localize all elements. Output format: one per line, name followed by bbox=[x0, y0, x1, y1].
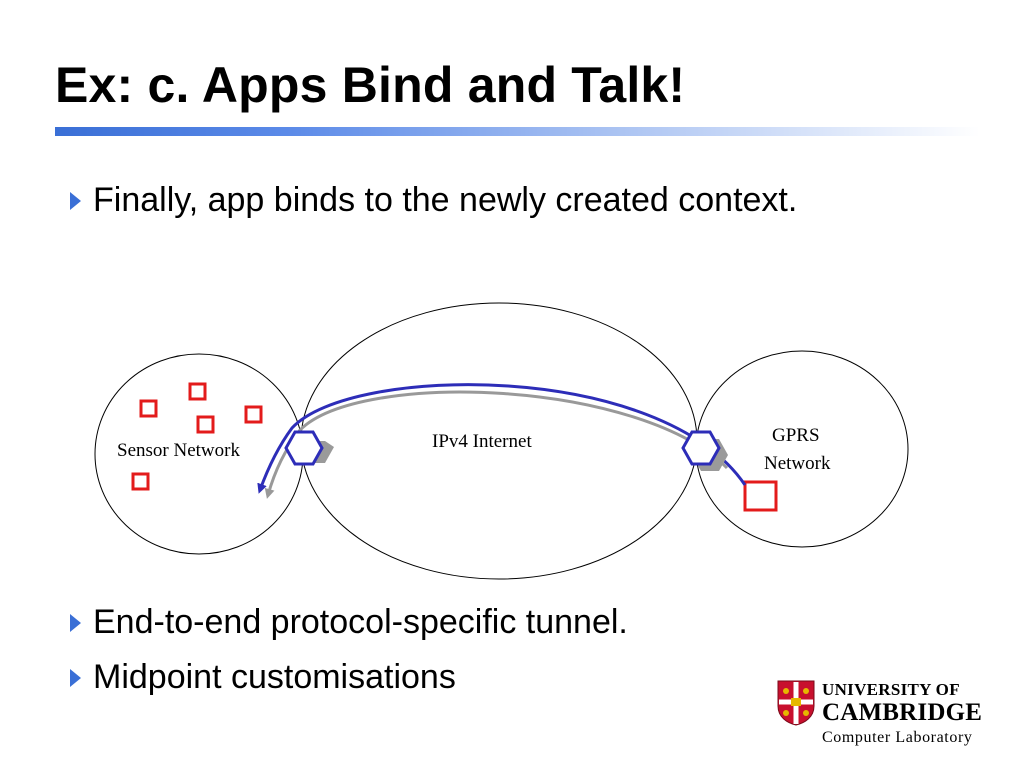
title-underline bbox=[55, 127, 980, 136]
bullet-tunnel: End-to-end protocol-specific tunnel. bbox=[70, 603, 628, 642]
logo-cambridge: CAMBRIDGE bbox=[822, 699, 983, 726]
bullet-text: Finally, app binds to the newly created … bbox=[93, 181, 798, 219]
gprs-device-node bbox=[743, 480, 778, 512]
logo-university-of: UNIVERSITY OF bbox=[822, 680, 960, 699]
gateway-right-icon bbox=[681, 430, 728, 471]
sensor-node bbox=[244, 405, 263, 424]
bullet-text: End-to-end protocol-specific tunnel. bbox=[93, 603, 628, 641]
cambridge-crest-icon bbox=[777, 680, 815, 726]
logo-computer-laboratory: Computer Laboratory bbox=[822, 729, 973, 746]
sensor-node bbox=[188, 382, 207, 401]
tunnel-arc-blue bbox=[257, 383, 747, 494]
bullet-arrow-icon bbox=[70, 668, 81, 687]
bullet-midpoint: Midpoint customisations bbox=[70, 658, 456, 697]
sensor-network-label: Sensor Network bbox=[117, 440, 240, 461]
sensor-node bbox=[196, 415, 215, 434]
bullet-arrow-icon bbox=[70, 613, 81, 632]
internet-label: IPv4 Internet bbox=[432, 431, 532, 452]
bullet-text: Midpoint customisations bbox=[93, 658, 456, 696]
sensor-node bbox=[139, 399, 158, 418]
sensor-nodes bbox=[131, 382, 263, 491]
slide-title: Ex: c. Apps Bind and Talk! bbox=[55, 57, 686, 113]
gateway-left-icon bbox=[284, 430, 334, 466]
gprs-label-line2: Network bbox=[764, 453, 831, 474]
sensor-node bbox=[131, 472, 150, 491]
gprs-label-line1: GPRS bbox=[772, 425, 820, 446]
bullet-bind-context: Finally, app binds to the newly created … bbox=[70, 181, 797, 220]
bullet-arrow-icon bbox=[70, 191, 81, 210]
gprs-network-ellipse bbox=[695, 350, 909, 548]
tunnel-arc-gray bbox=[264, 390, 729, 499]
